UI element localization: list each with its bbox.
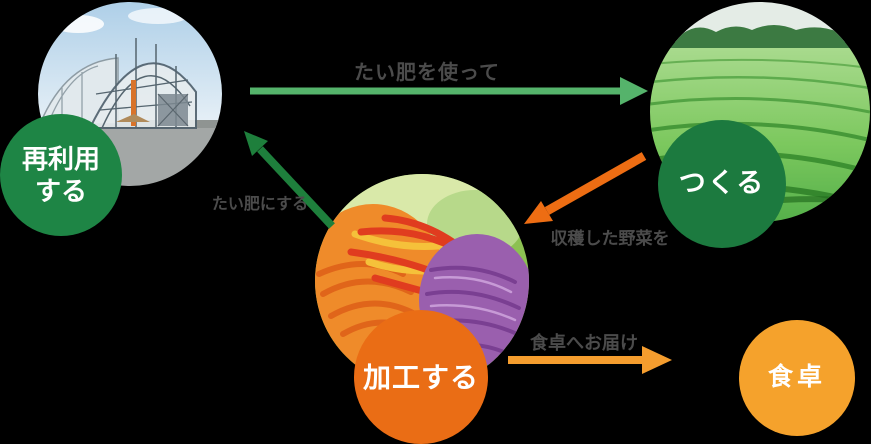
step-process-circle: 加工する	[354, 310, 488, 444]
step-table-circle: 食卓	[739, 320, 855, 436]
arrow-reuse-to-grow-icon	[250, 77, 648, 105]
arrow-process-to-table-icon	[508, 346, 672, 374]
arrow-grow-to-process-icon	[524, 152, 647, 224]
step-grow-circle: つくる	[658, 120, 786, 248]
step-reuse-circle: 再利用 する	[0, 114, 122, 236]
arrow-label-grow-to-process: 収穫した野菜を	[550, 229, 670, 248]
arrow-label-reuse-to-grow: たい肥を使って	[354, 62, 500, 84]
step-table-label: 食卓	[767, 363, 826, 392]
step-reuse-label-line2: する	[34, 176, 87, 206]
step-reuse-label-line1: 再利用	[21, 143, 100, 174]
step-process-label: 加工する	[362, 361, 479, 393]
arrow-label-process-to-reuse: たい肥にする	[211, 196, 309, 213]
arrow-process-to-reuse-icon	[244, 131, 335, 229]
step-reuse-label: 再利用 する	[22, 143, 100, 208]
arrow-label-process-to-table: 食卓へお届け	[530, 333, 638, 353]
step-grow-label: つくる	[678, 168, 766, 199]
